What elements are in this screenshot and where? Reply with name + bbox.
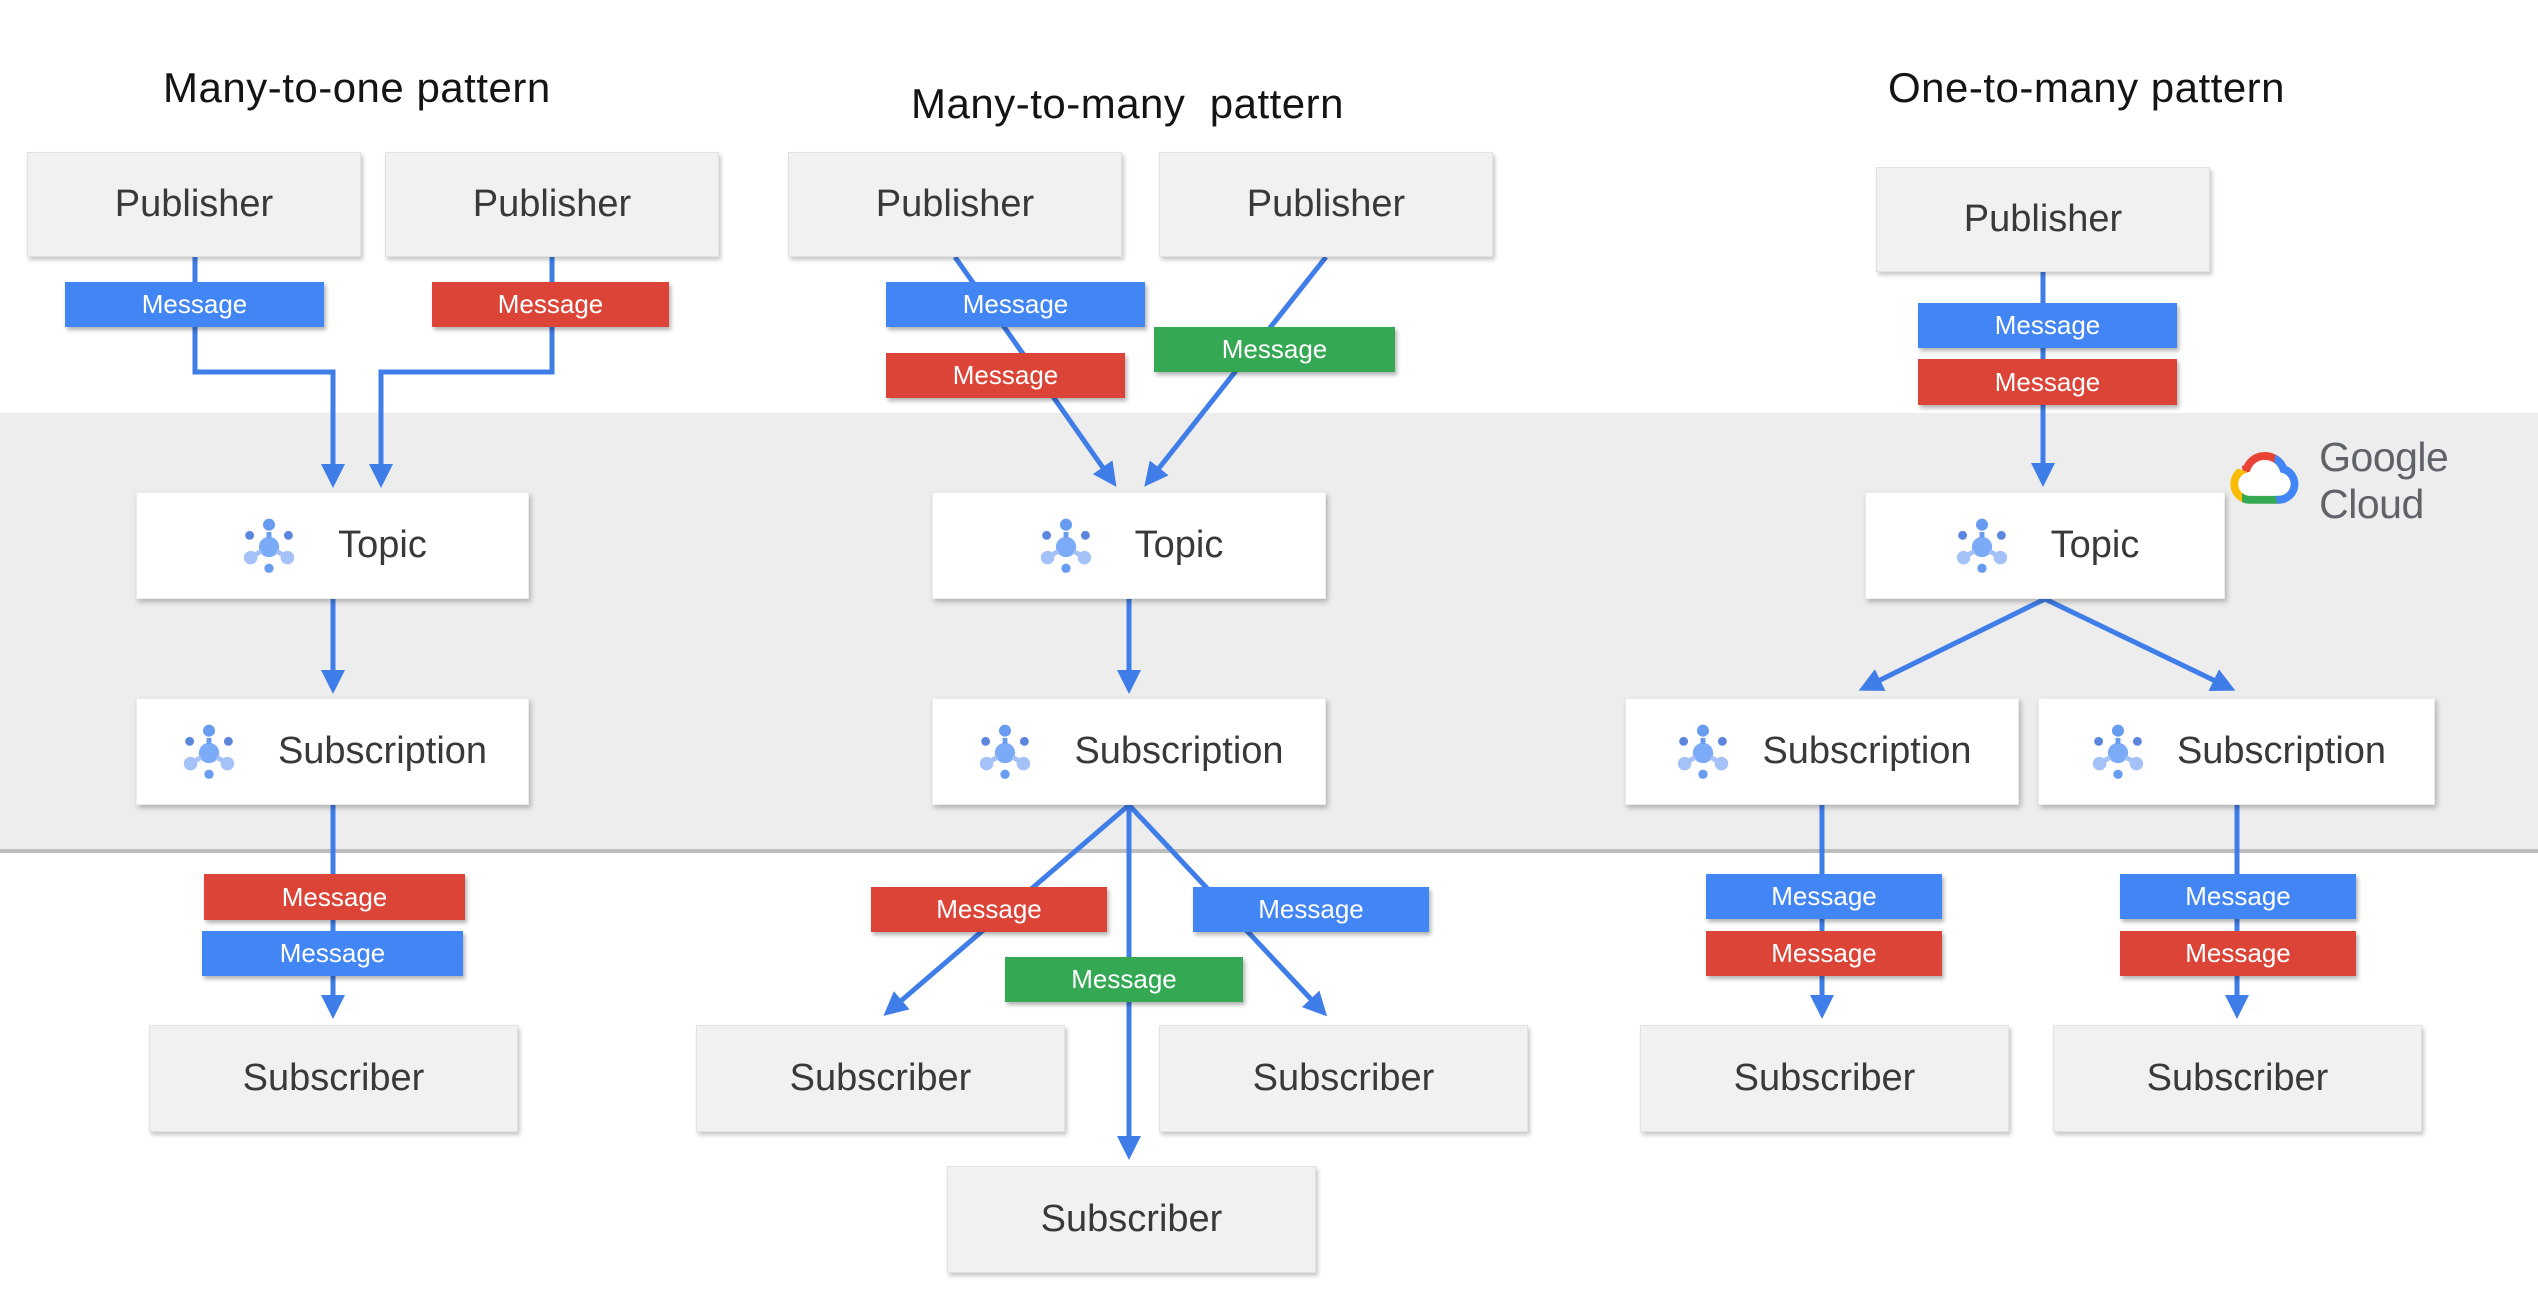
message-badge: Message (1154, 327, 1395, 372)
pubsub-topic-icon (1035, 515, 1097, 577)
google-cloud-logo: Google Cloud (2228, 434, 2538, 528)
message-badge: Message (204, 874, 465, 920)
subscription-label: Subscription (277, 730, 488, 772)
topic-box: Topic (1865, 492, 2225, 599)
pubsub-subscription-icon (1672, 721, 1734, 783)
pubsub-topic-icon (238, 515, 300, 577)
message-badge: Message (886, 282, 1145, 327)
publisher-box: Publisher (788, 152, 1122, 257)
subscriber-box: Subscriber (696, 1025, 1065, 1132)
pattern-title-one-to-many: One-to-many pattern (1888, 64, 2286, 111)
subscriber-box: Subscriber (2053, 1025, 2422, 1132)
publisher-box: Publisher (1159, 152, 1493, 257)
google-cloud-wordmark: Google Cloud (2319, 434, 2449, 527)
subscription-box: Subscription (932, 698, 1326, 805)
subscription-label: Subscription (2176, 730, 2387, 772)
subscriber-box: Subscriber (947, 1166, 1316, 1273)
message-badge: Message (65, 282, 324, 327)
pubsub-topic-icon (1951, 515, 2013, 577)
message-badge: Message (2120, 874, 2356, 919)
publisher-box: Publisher (27, 152, 361, 257)
topic-label: Topic (338, 524, 427, 566)
pubsub-subscription-icon (974, 721, 1036, 783)
message-badge: Message (1005, 957, 1243, 1002)
message-badge: Message (1918, 303, 2177, 348)
message-badge: Message (432, 282, 669, 327)
message-badge: Message (1193, 887, 1429, 932)
google-cloud-icon (2230, 452, 2299, 504)
subscription-box: Subscription (1625, 698, 2019, 805)
subscription-label: Subscription (1074, 730, 1284, 772)
message-badge: Message (2120, 931, 2356, 976)
pattern-title-many-to-one: Many-to-one pattern (163, 64, 551, 111)
topic-label: Topic (2050, 524, 2140, 566)
topic-label: Topic (1134, 524, 1224, 566)
message-badge: Message (1918, 359, 2177, 405)
message-badge: Message (202, 931, 463, 976)
message-badge: Message (1706, 874, 1942, 919)
subscriber-box: Subscriber (149, 1025, 518, 1132)
publisher-box: Publisher (1876, 167, 2210, 272)
pubsub-subscription-icon (178, 721, 240, 783)
subscription-label: Subscription (1762, 730, 1972, 772)
message-badge: Message (1706, 931, 1942, 976)
topic-box: Topic (932, 492, 1326, 599)
publisher-box: Publisher (385, 152, 719, 257)
topic-box: Topic (136, 492, 529, 599)
subscriber-box: Subscriber (1159, 1025, 1528, 1132)
subscription-box: Subscription (136, 698, 529, 805)
pattern-title-many-to-many: Many-to-many pattern (911, 80, 1345, 127)
message-badge: Message (886, 353, 1125, 398)
subscription-box: Subscription (2038, 698, 2435, 805)
subscriber-box: Subscriber (1640, 1025, 2009, 1132)
message-badge: Message (871, 887, 1107, 932)
pubsub-subscription-icon (2087, 721, 2149, 783)
